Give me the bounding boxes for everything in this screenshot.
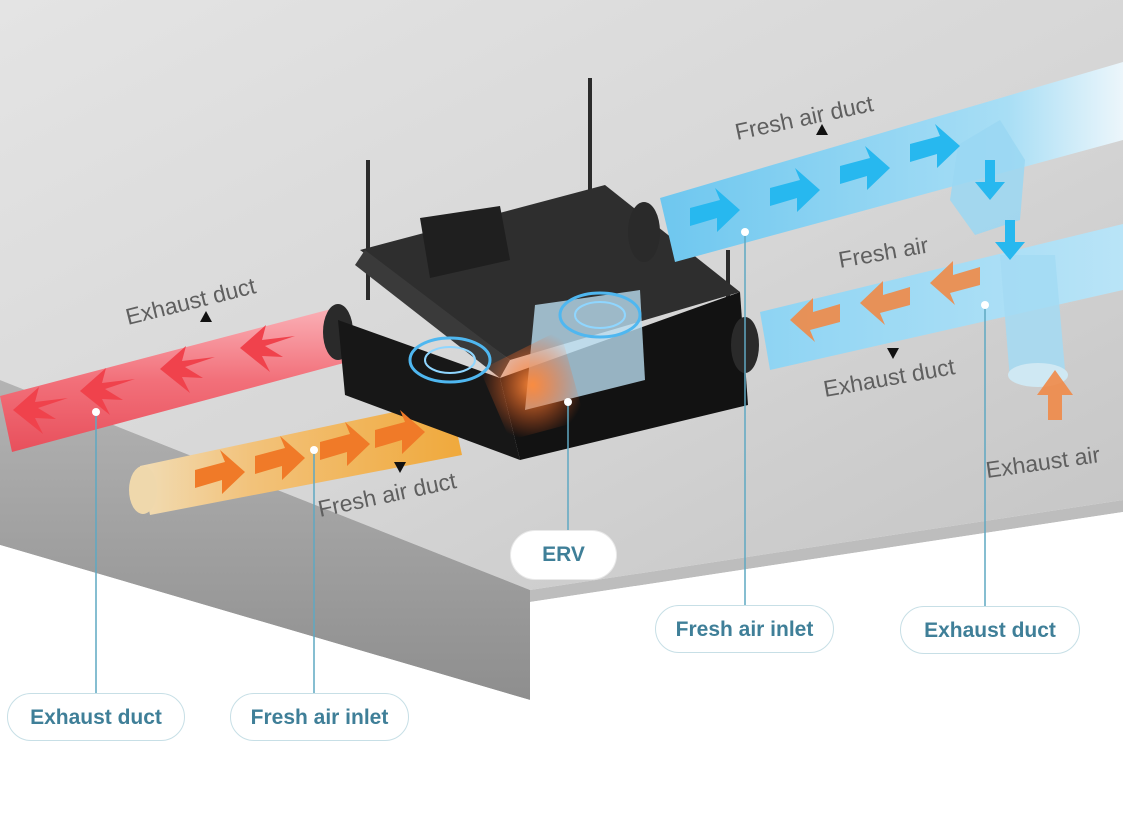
callout-exhaust-duct-left: Exhaust duct <box>7 693 185 741</box>
callout-exhaust-duct-right: Exhaust duct <box>900 606 1080 654</box>
callout-fresh-air-inlet-left: Fresh air inlet <box>230 693 409 741</box>
callout-fresh-air-inlet-right: Fresh air inlet <box>655 605 834 653</box>
callout-erv: ERV <box>511 531 616 579</box>
